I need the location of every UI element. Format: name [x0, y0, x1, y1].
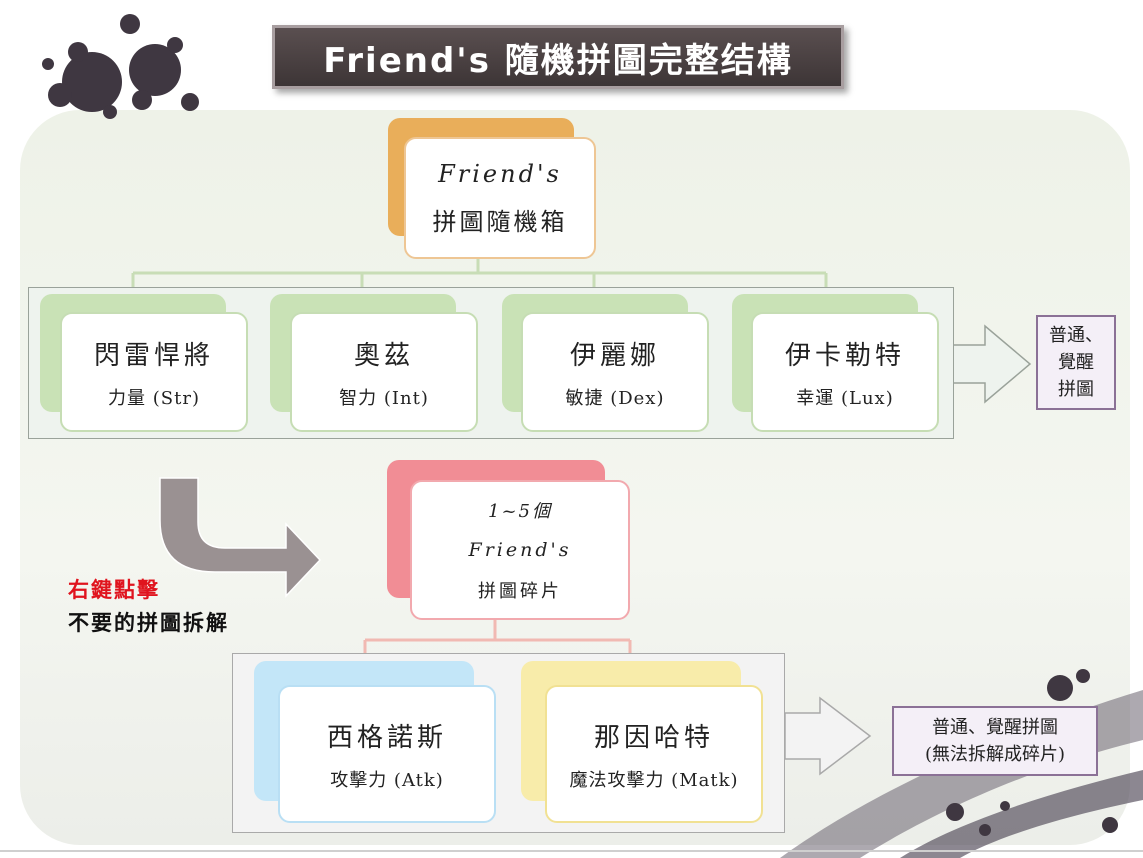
- random-box-node: Friend's 拼圖隨機箱: [404, 137, 596, 259]
- card-name: 那因哈特: [593, 722, 714, 753]
- note-line: 拼圖: [1058, 379, 1094, 400]
- connector-lines-bottom: [363, 620, 632, 661]
- note-line: 普通、: [1049, 325, 1103, 346]
- card-int: 奧茲 智力 (Int): [290, 312, 478, 432]
- card-name: 西格諾斯: [326, 722, 447, 753]
- ink-splatter-top-left: [42, 14, 199, 119]
- card-stat: 敏捷 (Dex): [565, 387, 665, 409]
- card-stat: 智力 (Int): [339, 387, 429, 409]
- fragment-line2: Friend's: [468, 539, 572, 561]
- card-stat: 攻擊力 (Atk): [330, 769, 444, 791]
- card-stat: 幸運 (Lux): [796, 387, 894, 409]
- card-stat: 力量 (Str): [108, 387, 200, 409]
- title-banner: Friend's 隨機拼圖完整结構: [272, 25, 844, 89]
- arrow-to-note-1: [951, 324, 1032, 404]
- card-matk: 那因哈特 魔法攻擊力 (Matk): [545, 685, 763, 823]
- random-box-line1: Friend's: [438, 159, 562, 188]
- right-click-label: 右鍵點擊: [68, 577, 160, 602]
- note-line: 覺醒: [1058, 352, 1094, 373]
- fragment-line3: 拼圖碎片: [478, 581, 562, 602]
- card-name: 奧茲: [353, 340, 414, 371]
- note-box-normal-awakened: 普通、 覺醒 拼圖: [1036, 315, 1116, 410]
- note-line: (無法拆解成碎片): [924, 744, 1066, 765]
- card-name: 閃雷悍將: [93, 340, 214, 371]
- bottom-divider: [0, 850, 1143, 852]
- card-dex: 伊麗娜 敏捷 (Dex): [521, 312, 709, 432]
- card-name: 伊卡勒特: [784, 340, 905, 371]
- card-name: 伊麗娜: [569, 340, 660, 371]
- card-atk: 西格諾斯 攻擊力 (Atk): [278, 685, 496, 823]
- note-line: 普通、覺醒拼圖: [932, 717, 1058, 738]
- flow-arrow-icon: [159, 477, 322, 598]
- fragment-node: 1~5個 Friend's 拼圖碎片: [410, 480, 630, 620]
- disassemble-label: 不要的拼圖拆解: [68, 610, 229, 635]
- card-stat: 魔法攻擊力 (Matk): [569, 769, 739, 791]
- card-lux: 伊卡勒特 幸運 (Lux): [751, 312, 939, 432]
- note-box-not-disassemblable: 普通、覺醒拼圖 (無法拆解成碎片): [892, 706, 1098, 776]
- fragment-line1: 1~5個: [488, 501, 552, 522]
- card-str: 閃雷悍將 力量 (Str): [60, 312, 248, 432]
- arrow-to-note-2: [784, 696, 872, 776]
- random-box-line2: 拼圖隨機箱: [432, 207, 568, 236]
